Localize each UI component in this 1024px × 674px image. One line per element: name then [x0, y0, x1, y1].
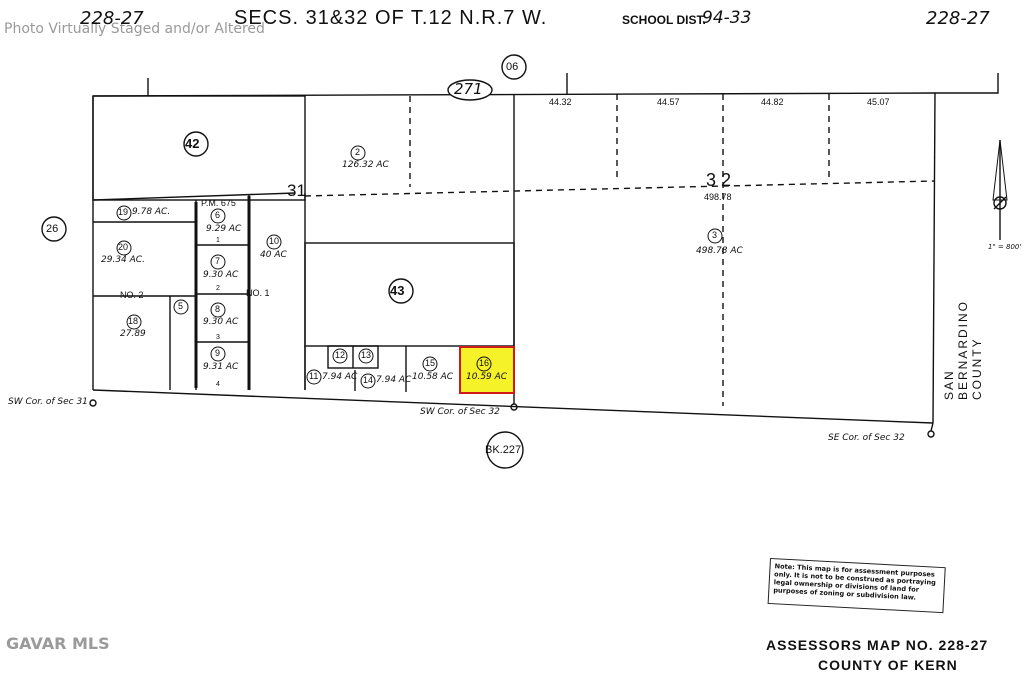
footer-county: COUNTY OF KERN	[818, 657, 958, 673]
circle-bk227	[486, 431, 524, 469]
label-06: 06	[506, 61, 519, 73]
book-right: 228-27	[926, 8, 990, 29]
parcel-14-area: 7.94 AC	[376, 375, 412, 385]
circle-06	[501, 54, 527, 80]
circle-42	[183, 131, 209, 157]
distance-3: 44.82	[761, 97, 784, 107]
parcel-6-num: 6	[215, 210, 221, 220]
parcel-8-area: 9.30 AC	[203, 317, 239, 327]
parcel-11-area: 7.94 AC	[322, 372, 358, 382]
parcel-15-area: 10.58 AC	[412, 372, 454, 382]
north-arrow-icon	[992, 139, 1008, 240]
distance-4: 45.07	[867, 97, 890, 107]
section-31: 31	[287, 181, 306, 200]
parcel-13-num: 13	[361, 350, 372, 360]
circle-26	[41, 216, 67, 242]
no-2: NO. 2	[120, 290, 144, 300]
parcel-7-num: 7	[215, 256, 221, 266]
footer-map-no: ASSESSORS MAP NO. 228-27	[766, 637, 989, 653]
circle-271	[447, 79, 493, 101]
corner-se32: SE Cor. of Sec 32	[828, 433, 905, 443]
distance-1: 44.32	[549, 97, 572, 107]
parcel-15-num: 15	[425, 358, 436, 368]
pm-lot-1: 1	[216, 237, 220, 244]
parcel-16-area: 10.59 AC	[466, 372, 508, 382]
school-label: SCHOOL DIST.	[622, 13, 706, 27]
parcel-2-num: 2	[355, 147, 361, 157]
pm-lot-3: 3	[216, 334, 220, 341]
parcel-8-num: 8	[215, 304, 221, 314]
parcel-11-num: 11	[309, 371, 319, 381]
watermark-top: Photo Virtually Staged and/or Altered	[4, 21, 265, 37]
parcel-14-num: 14	[363, 375, 374, 385]
parcel-19-num: 19	[118, 207, 129, 217]
book-left: 228-27	[80, 8, 144, 29]
label-42: 42	[185, 136, 200, 151]
parcel-10-area: 40 AC	[260, 250, 287, 260]
school-value: 94-33	[702, 8, 752, 28]
circle-43	[388, 278, 414, 304]
section-32: 3 2	[706, 170, 732, 190]
parcel-7-area: 9.30 AC	[203, 270, 239, 280]
corner-sw32: SW Cor. of Sec 32	[420, 407, 500, 417]
parcel-18-num: 18	[128, 316, 139, 326]
parcel-19-area: 9.78 AC.	[132, 207, 171, 217]
parcel-10-num: 10	[269, 236, 280, 246]
parcel-5-num: 5	[178, 301, 184, 311]
parcel-2-area: 126.32 AC	[342, 160, 389, 170]
assessment-note: Note: This map is for assessment purpose…	[767, 558, 946, 614]
corner-sw31: SW Cor. of Sec 31	[8, 397, 88, 407]
pm-675: P.M. 675	[201, 198, 236, 208]
parcel-9-num: 9	[215, 348, 221, 358]
parcel-6-area: 9.29 AC	[206, 224, 242, 234]
parcel-16-highlight	[459, 346, 515, 394]
scale-label: 1" = 800'	[988, 243, 1022, 251]
section-32-area: 498.78	[704, 192, 732, 202]
parcel-20-num: 20	[118, 242, 129, 252]
county-side-label: SAN BERNARDINO COUNTY	[942, 299, 984, 400]
parcel-18-area: 27.89	[120, 329, 146, 339]
parcel-3-num: 3	[712, 230, 718, 240]
label-bk227: BK.227	[485, 444, 522, 456]
parcel-12-num: 12	[335, 350, 346, 360]
watermark-bottom: GAVAR MLS	[6, 634, 110, 653]
pm-lot-2: 2	[216, 285, 220, 292]
label-43: 43	[390, 283, 405, 298]
east-boundary	[932, 92, 936, 424]
parcel-9-area: 9.31 AC	[203, 362, 239, 372]
label-26: 26	[46, 223, 59, 235]
pm-lot-4: 4	[216, 381, 220, 388]
parcel-20-area: 29.34 AC.	[101, 255, 145, 265]
no-1: NO. 1	[246, 288, 270, 298]
distance-2: 44.57	[657, 97, 680, 107]
map-title: SECS. 31&32 OF T.12 N.R.7 W.	[234, 7, 548, 29]
parcel-42-outline	[92, 95, 306, 201]
parcel-16-num: 16	[479, 358, 490, 368]
parcel-43-outline	[304, 242, 515, 347]
south-boundary	[92, 389, 934, 424]
label-271: 271	[454, 80, 483, 98]
parcel-3-area: 498.78 AC	[696, 246, 743, 256]
